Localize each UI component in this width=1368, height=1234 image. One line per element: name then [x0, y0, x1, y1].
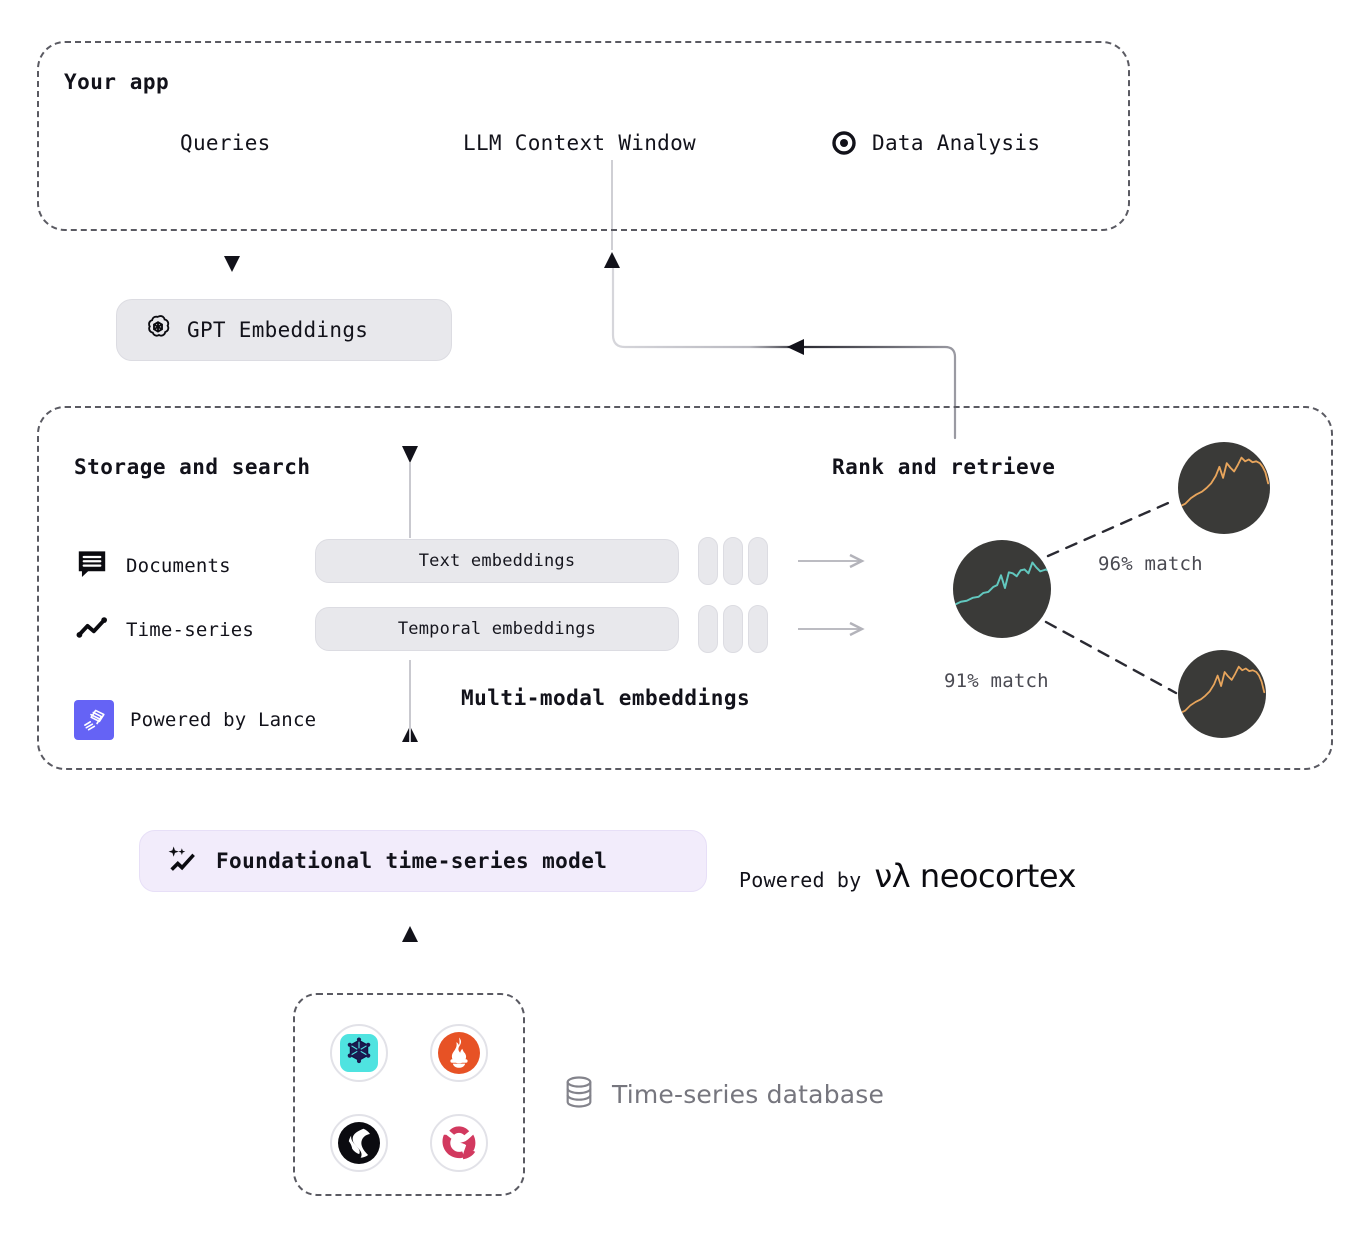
query-series-thumbnail[interactable] — [953, 540, 1051, 638]
database-icon — [564, 1075, 594, 1113]
match-score-96: 96% match — [1098, 553, 1203, 575]
timeseries-icon — [74, 610, 110, 650]
prometheus-logo[interactable] — [430, 1024, 488, 1082]
temporal-embeddings-label: Temporal embeddings — [397, 619, 597, 639]
sparkle-chart-icon — [166, 842, 200, 880]
llm-context-window-label: LLM Context Window — [463, 131, 696, 155]
storage-row-timeseries[interactable]: Time-series — [74, 610, 254, 650]
query-sparkline — [953, 561, 1051, 606]
documents-icon — [74, 546, 110, 586]
database-caption-label: Time-series database — [612, 1079, 885, 1109]
rank-and-retrieve-title: Rank and retrieve — [832, 455, 1056, 479]
your-app-container — [37, 41, 1130, 231]
data-analysis-label: Data Analysis — [872, 131, 1041, 155]
match-sparkline — [1178, 456, 1270, 508]
openai-icon — [143, 313, 173, 347]
storage-and-search-container — [37, 406, 1333, 770]
foundational-model-label: Foundational time-series model — [216, 849, 608, 873]
gpt-embeddings-node[interactable]: GPT Embeddings — [116, 299, 452, 361]
text-embeddings-pill[interactable]: Text embeddings — [315, 539, 679, 583]
storage-and-search-title: Storage and search — [74, 455, 311, 479]
gpt-embeddings-label: GPT Embeddings — [187, 318, 369, 342]
storage-row-label: Powered by Lance — [130, 709, 317, 731]
database-logos-container — [293, 993, 525, 1196]
storage-row-label: Documents — [126, 555, 231, 577]
vector-capsule — [723, 605, 743, 653]
wire-db-to-foundational — [402, 926, 418, 992]
text-embeddings-label: Text embeddings — [418, 551, 576, 571]
queries-label: Queries — [180, 131, 271, 155]
database-caption: Time-series database — [564, 1075, 884, 1113]
neocortex-wordmark: νλ neocortex — [874, 857, 1076, 895]
storage-row-label: Time-series — [126, 619, 255, 641]
storage-row-lance[interactable]: Powered by Lance — [74, 700, 316, 740]
neocortex-brand: Powered by νλ neocortex — [739, 857, 1076, 895]
vector-capsule — [748, 537, 768, 585]
temporal-embeddings-pill[interactable]: Temporal embeddings — [315, 607, 679, 651]
multimodal-embeddings-label: Multi-modal embeddings — [461, 686, 751, 710]
your-app-title: Your app — [64, 70, 170, 94]
temporal-vector-capsules — [698, 605, 768, 653]
vector-capsule — [698, 605, 718, 653]
match-sparkline — [1178, 665, 1266, 715]
storage-row-documents[interactable]: Documents — [74, 546, 231, 586]
text-vector-capsules — [698, 537, 768, 585]
lance-icon — [74, 700, 114, 740]
vector-capsule — [698, 537, 718, 585]
influxdb-logo[interactable] — [330, 1114, 388, 1172]
questdb-logo[interactable] — [430, 1114, 488, 1172]
match-score-91: 91% match — [944, 670, 1049, 692]
vector-capsule — [748, 605, 768, 653]
match-series-thumbnail-91[interactable] — [1178, 650, 1266, 738]
foundational-model-node[interactable]: Foundational time-series model — [139, 830, 707, 892]
vector-capsule — [723, 537, 743, 585]
match-series-thumbnail-96[interactable] — [1178, 442, 1270, 534]
powered-by-label: Powered by — [739, 868, 862, 892]
timescale-logo[interactable] — [330, 1024, 388, 1082]
